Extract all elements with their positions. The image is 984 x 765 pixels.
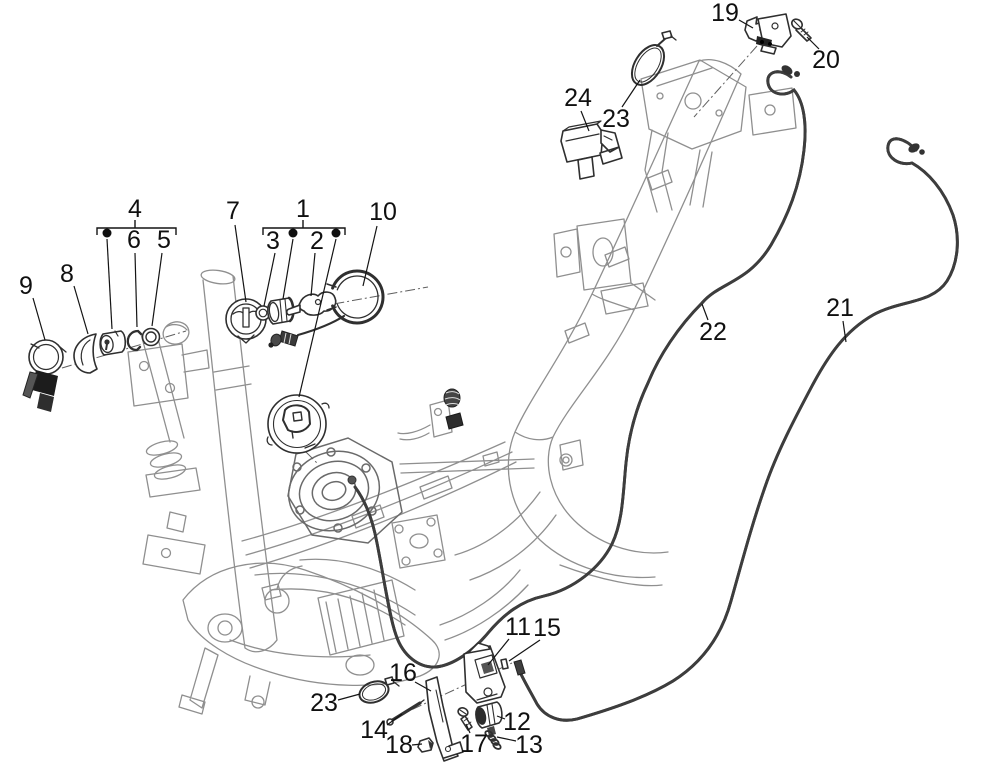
callout-12: 12 [503, 708, 531, 736]
part-lock-cylinder-12 [475, 701, 503, 736]
part-saddle-latch [463, 642, 506, 704]
axis-lines [61, 45, 758, 718]
leader-line-3 [263, 252, 276, 307]
cable-21-lower-fitting [513, 659, 526, 676]
cable-21 [517, 137, 959, 722]
group-bracket-4 [96, 220, 177, 235]
leader-line-14 [386, 713, 403, 726]
leader-line-15 [508, 639, 541, 662]
part-pin-15 [500, 658, 509, 670]
leader-line-23b [337, 693, 361, 701]
fuel-filler-assembly [287, 437, 403, 544]
leader-line-18 [411, 743, 423, 746]
callout-21: 21 [826, 294, 854, 322]
cable-21-end-fitting [908, 143, 920, 153]
leader-line-22 [701, 303, 709, 321]
leader-line-5 [151, 252, 163, 327]
frame-connector [397, 388, 464, 441]
callout-22: 22 [699, 318, 727, 346]
bullet-marker-group-4 [102, 228, 112, 238]
callout-7: 7 [226, 197, 240, 225]
bullet-marker-group-1 [331, 228, 341, 238]
callout-5: 5 [157, 226, 171, 254]
leader-line-6 [134, 252, 138, 328]
part-bracket-16 [425, 676, 464, 762]
leader-line-21 [842, 320, 847, 343]
part-key [285, 291, 337, 316]
part-fuel-cap [266, 394, 330, 454]
cables [353, 65, 959, 722]
leader-line-7 [234, 224, 247, 303]
part-spring-13 [484, 730, 502, 750]
part-screw-17 [457, 707, 473, 731]
callout-2: 2 [310, 227, 324, 255]
leader-line [298, 238, 337, 398]
leader-line-17 [465, 723, 471, 734]
leader-line-20 [806, 36, 820, 50]
bullet-marker-group-1 [288, 228, 298, 238]
part-lock-cylinder-a [99, 330, 127, 356]
leader-line-16 [414, 681, 432, 692]
leader-line [282, 238, 294, 300]
callout-8: 8 [60, 260, 74, 288]
callout-6: 6 [127, 226, 141, 254]
callout-14: 14 [360, 716, 388, 744]
part-cable-tie-top [630, 30, 677, 86]
leader-line-11 [487, 638, 510, 666]
parts [22, 13, 812, 762]
callout-15: 15 [533, 614, 561, 642]
frame-artwork [127, 59, 797, 715]
part-lock-housing [225, 298, 267, 344]
callout-3: 3 [266, 227, 280, 255]
callout-24: 24 [564, 84, 592, 112]
callout-11: 11 [505, 613, 531, 641]
part-striker-clip [560, 120, 623, 180]
leader-line-9 [32, 297, 46, 341]
callout-20: 20 [812, 46, 840, 74]
part-clip-18 [417, 737, 434, 753]
part-ring-nut [141, 327, 161, 347]
callout-13: 13 [515, 731, 543, 759]
callout-17: 17 [460, 730, 488, 758]
leader-line-12 [496, 715, 506, 720]
part-ignition-lock [22, 339, 67, 412]
part-lock-shield [73, 333, 98, 374]
leader-line-19 [738, 19, 754, 29]
part-seat-latch [744, 13, 792, 55]
callout-1: 1 [296, 195, 310, 223]
callout-16: 16 [389, 659, 417, 687]
leader-line-24 [580, 110, 590, 132]
leader-line-8 [73, 285, 89, 335]
callout-18: 18 [385, 731, 413, 759]
leader-line [106, 238, 113, 330]
part-cable-tie-bottom [358, 676, 400, 704]
part-ring-with-cable [268, 269, 385, 348]
callout-10: 10 [369, 198, 397, 226]
callout-23a: 23 [602, 105, 630, 133]
leader-line-2 [310, 252, 316, 297]
callout-19: 19 [711, 0, 739, 27]
callout-4: 4 [128, 195, 142, 223]
callout-9: 9 [19, 272, 33, 300]
callout-23b: 23 [310, 689, 338, 717]
leader-line-13 [496, 736, 517, 742]
leader-line-10 [362, 225, 378, 287]
leader-line-23a [621, 79, 641, 108]
part-c-clip [126, 329, 143, 352]
group-bracket-1 [262, 220, 346, 235]
cable-22-end-fitting [781, 65, 793, 75]
